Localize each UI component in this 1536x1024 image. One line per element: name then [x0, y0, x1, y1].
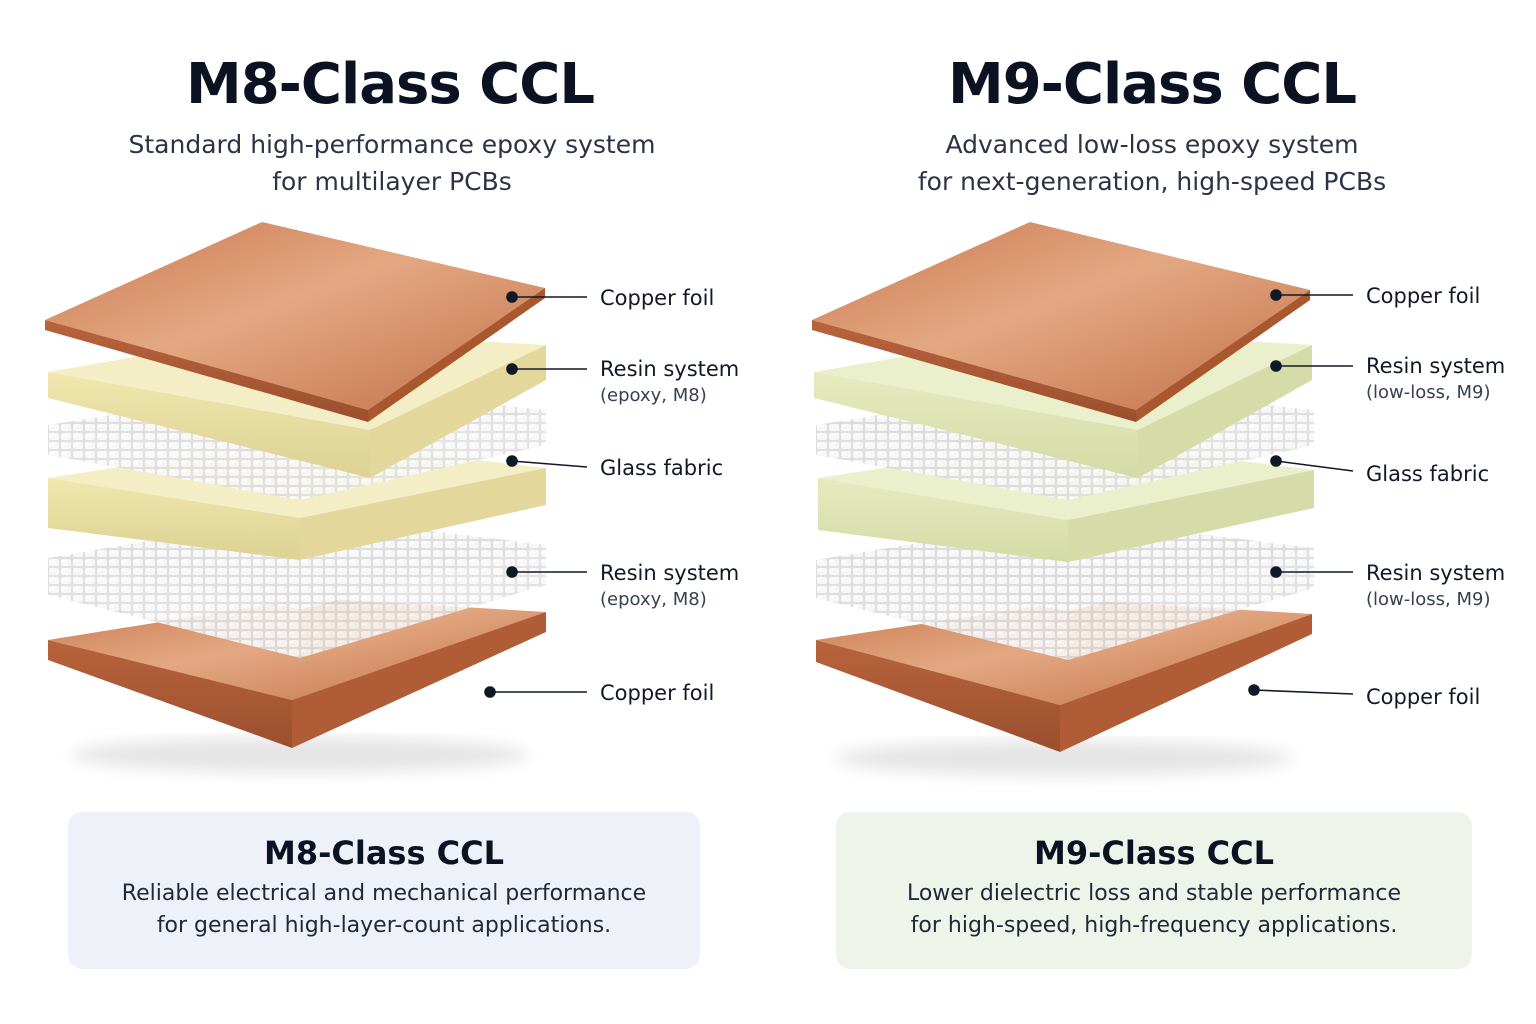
m9-label-resin-lower: Resin system (low-loss, M9) — [1366, 560, 1505, 613]
m9-label-resin-lower-note: (low-loss, M9) — [1366, 589, 1491, 610]
m8-label-resin-upper: Resin system (epoxy, M8) — [600, 356, 739, 409]
m8-subtitle: Standard high-performance epoxy system f… — [8, 126, 776, 200]
m9-card-text-line-2: for high-speed, high-frequency applicati… — [910, 913, 1398, 938]
m9-label-resin-upper-note: (low-loss, M9) — [1366, 382, 1491, 403]
m9-label-resin-upper: Resin system (low-loss, M9) — [1366, 353, 1505, 406]
m8-subtitle-line-2: for multilayer PCBs — [272, 167, 512, 196]
m9-card-text-line-1: Lower dielectric loss and stable perform… — [906, 881, 1402, 906]
m9-subtitle: Advanced low-loss epoxy system for next-… — [768, 126, 1536, 200]
m8-label-copper-bottom: Copper foil — [600, 681, 715, 705]
m8-card-text-line-2: for general high-layer-count application… — [156, 913, 612, 938]
m9-layer-stack-diagram — [812, 222, 1354, 776]
m8-card-text-line-1: Reliable electrical and mechanical perfo… — [121, 881, 647, 906]
m8-card-text: Reliable electrical and mechanical perfo… — [68, 878, 700, 942]
m8-label-glass: Glass fabric — [600, 456, 724, 480]
m9-leader-lines — [1248, 289, 1354, 696]
m8-label-resin-lower-note: (epoxy, M8) — [600, 589, 707, 610]
m9-subtitle-line-2: for next-generation, high-speed PCBs — [917, 167, 1387, 196]
m8-leader-lines — [484, 291, 588, 698]
m8-subtitle-line-1: Standard high-performance epoxy system — [128, 130, 656, 159]
m8-label-resin-upper-note: (epoxy, M8) — [600, 385, 707, 406]
m9-layer-copper-top — [812, 222, 1310, 422]
m9-label-glass: Glass fabric — [1366, 462, 1490, 486]
m9-panel: M9-Class CCL Advanced low-loss epoxy sys… — [768, 0, 1536, 1024]
m9-title: M9-Class CCL — [947, 52, 1357, 117]
m8-panel: M8-Class CCL Standard high-performance e… — [45, 52, 739, 969]
m9-card-title: M9-Class CCL — [1033, 834, 1275, 872]
m8-title: M8-Class CCL — [185, 52, 595, 117]
m8-label-copper-top: Copper foil — [600, 286, 715, 310]
m9-subtitle-line-1: Advanced low-loss epoxy system — [945, 130, 1359, 159]
m9-card-text: Lower dielectric loss and stable perform… — [836, 878, 1472, 942]
m9-summary-card: M9-Class CCL Lower dielectric loss and s… — [836, 812, 1472, 969]
m8-summary-card: M8-Class CCL Reliable electrical and mec… — [68, 812, 700, 969]
m8-card-title: M8-Class CCL — [263, 834, 505, 872]
m8-layer-copper-top — [45, 222, 545, 422]
m8-layer-stack-diagram — [45, 222, 588, 773]
m9-label-copper-top: Copper foil — [1366, 284, 1481, 308]
m8-label-resin-lower: Resin system (epoxy, M8) — [600, 560, 739, 613]
m9-label-copper-bottom: Copper foil — [1366, 685, 1481, 709]
